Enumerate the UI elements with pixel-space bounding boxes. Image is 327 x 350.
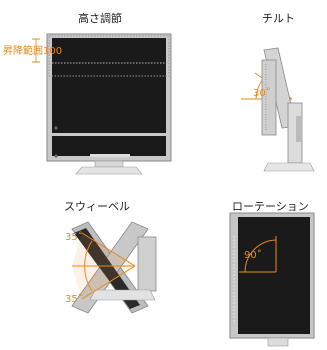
swivel-angle-bottom-label: 35˚ [65,294,83,305]
swivel-angle-top-label: 35˚ [65,232,83,243]
tilt-title: チルト [262,12,295,25]
height-adjust-monitor [32,33,172,175]
swivel-title: スウィーベル [64,200,130,213]
rotation-title: ローテーション [232,200,309,213]
tilt-monitor [241,47,315,172]
height-range-label: 昇降範囲100 [3,42,62,57]
rotation-angle-label: 90˚ [244,250,262,261]
rotation-monitor [229,212,315,347]
height-adjust-title: 高さ調節 [78,12,122,25]
tilt-angle-label: 30˚ [253,88,271,99]
swivel-monitor [71,221,157,314]
height-range-label-text: 昇降範囲 [3,46,43,57]
height-range-value: 100 [43,46,63,57]
